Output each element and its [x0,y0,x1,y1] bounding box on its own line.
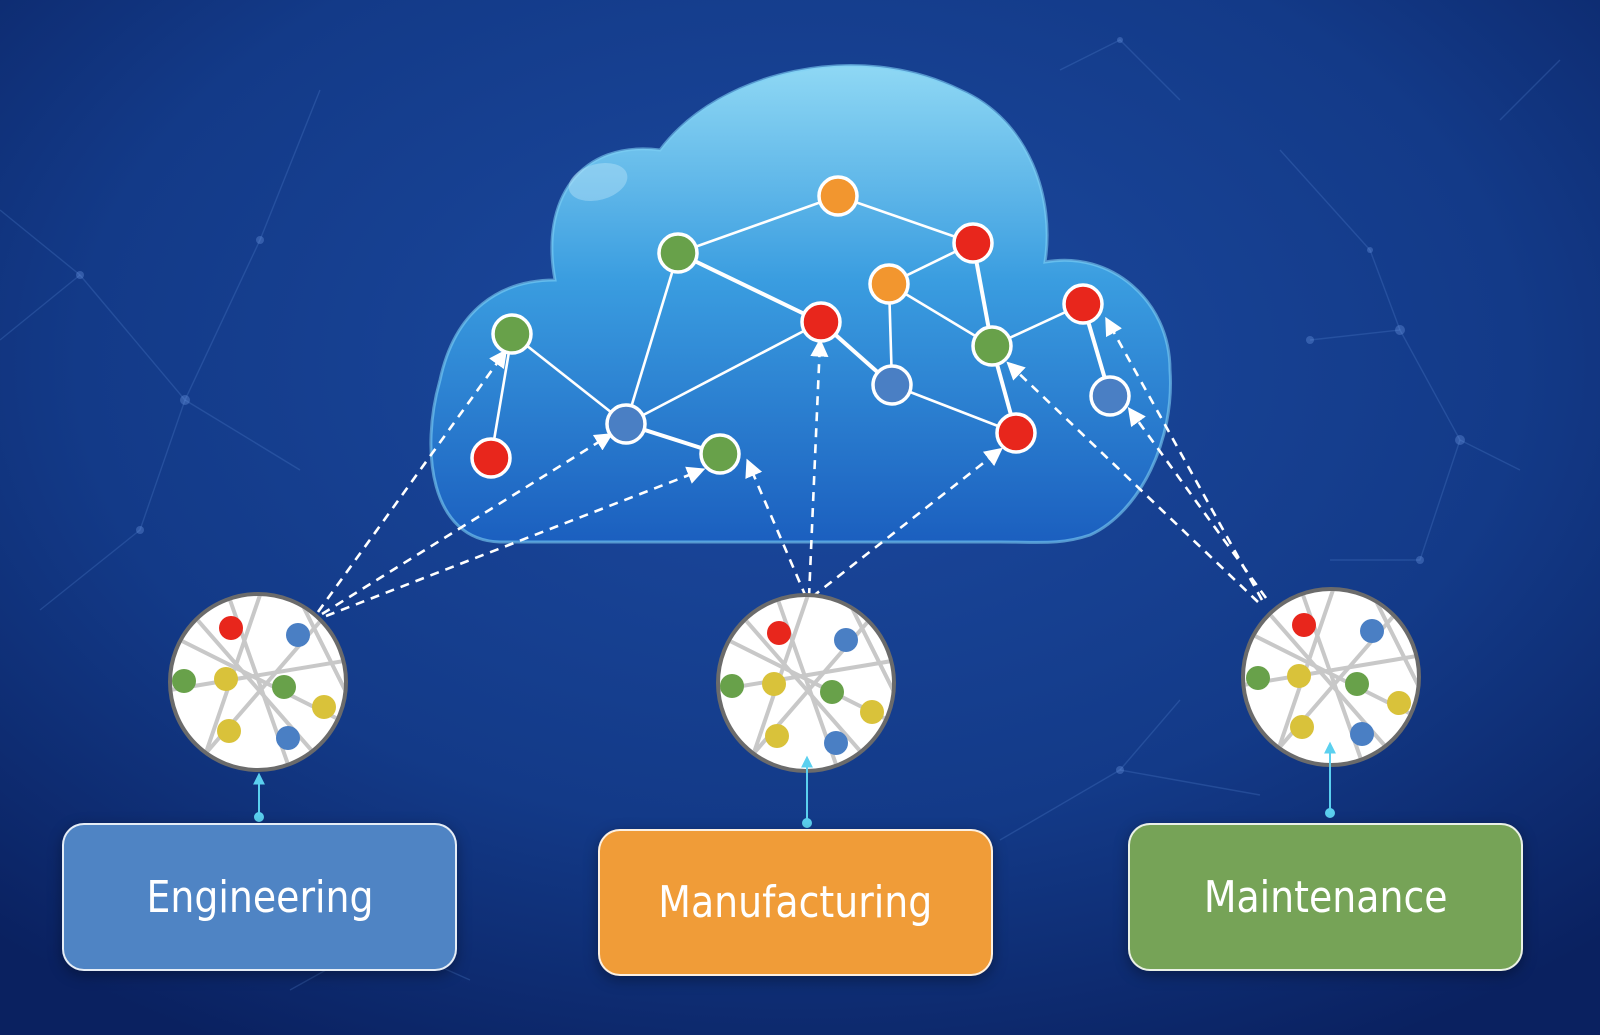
node-orange [819,177,857,215]
node-red [802,303,840,341]
cloud-shape [431,66,1171,543]
node-blue [873,366,911,404]
node-orange [870,265,908,303]
node-blue [1091,377,1129,415]
node-red [997,414,1035,452]
maintenance-label: Maintenance [1204,872,1448,923]
engineering-box: Engineering [62,823,457,971]
manufacturing-box: Manufacturing [598,829,993,976]
node-green [659,234,697,272]
engineering-local-graph [170,594,350,770]
maintenance-local-graph [1243,589,1423,765]
manufacturing-local-graph [718,595,898,771]
node-green [973,327,1011,365]
node-red [954,224,992,262]
node-red [1064,285,1102,323]
node-red [472,439,510,477]
maintenance-box: Maintenance [1128,823,1523,971]
node-green [493,315,531,353]
manufacturing-label: Manufacturing [658,877,932,928]
node-green [701,435,739,473]
engineering-label: Engineering [146,872,373,923]
node-blue [607,405,645,443]
